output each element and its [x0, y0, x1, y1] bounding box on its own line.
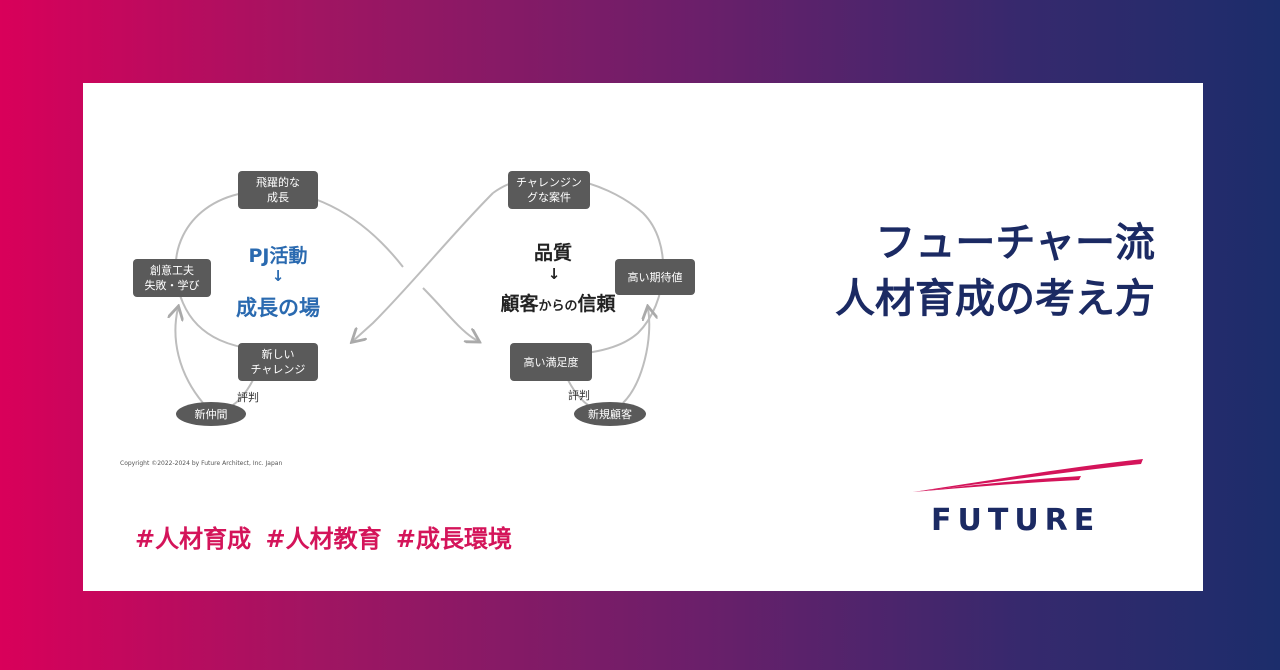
right-feedback-up — [622, 308, 649, 404]
page-title: フューチャー流 人材育成の考え方 — [835, 215, 1155, 327]
node-high-expectations: 高い期待値 — [615, 259, 695, 295]
title-line1: フューチャー流 — [875, 220, 1155, 266]
left-center-arrow: ↓ — [271, 267, 285, 285]
node-challenging-projects: チャレンジン グな案件 — [508, 171, 590, 209]
left-center-line2: 成長の場 — [236, 296, 320, 320]
right-reputation-label: 評判 — [568, 389, 590, 402]
node-new-challenge: 新しい チャレンジ — [238, 343, 318, 381]
right-center-line2-b: からの — [538, 299, 578, 314]
right-center-arrow: ↓ — [547, 265, 561, 283]
ellipse-new-colleagues: 新仲間 — [176, 402, 246, 426]
right-center-line2: 顧客からの信頼 — [473, 289, 643, 316]
right-center-line2-a: 顧客 — [500, 293, 539, 315]
copyright-text: Copyright ©2022-2024 by Future Architect… — [120, 460, 283, 467]
future-logo-text: FUTURE — [931, 503, 1101, 538]
cross-path-up — [353, 192, 494, 341]
ellipse-new-customers: 新規顧客 — [574, 402, 646, 426]
right-center-line1: 品質 — [533, 242, 572, 264]
left-center-line1: PJ活動 — [248, 245, 308, 267]
hashtags: #人材育成 #人材教育 #成長環境 — [135, 525, 513, 553]
left-reputation-label: 評判 — [237, 391, 259, 404]
left-loop-path — [174, 189, 404, 352]
right-center-line2-c: 信頼 — [577, 293, 616, 315]
cross-path-down — [422, 287, 478, 341]
left-feedback-up — [175, 308, 204, 404]
future-logo-swoosh — [913, 459, 1143, 492]
node-rapid-growth: 飛躍的な 成長 — [238, 171, 318, 209]
node-high-satisfaction: 高い満足度 — [510, 343, 592, 381]
title-line2: 人材育成の考え方 — [835, 276, 1155, 322]
content-card: 飛躍的な 成長 創意工夫 失敗・学び 新しい チャレンジ 新仲間 評判 PJ活動… — [83, 83, 1203, 591]
node-creativity: 創意工夫 失敗・学び — [133, 259, 211, 297]
